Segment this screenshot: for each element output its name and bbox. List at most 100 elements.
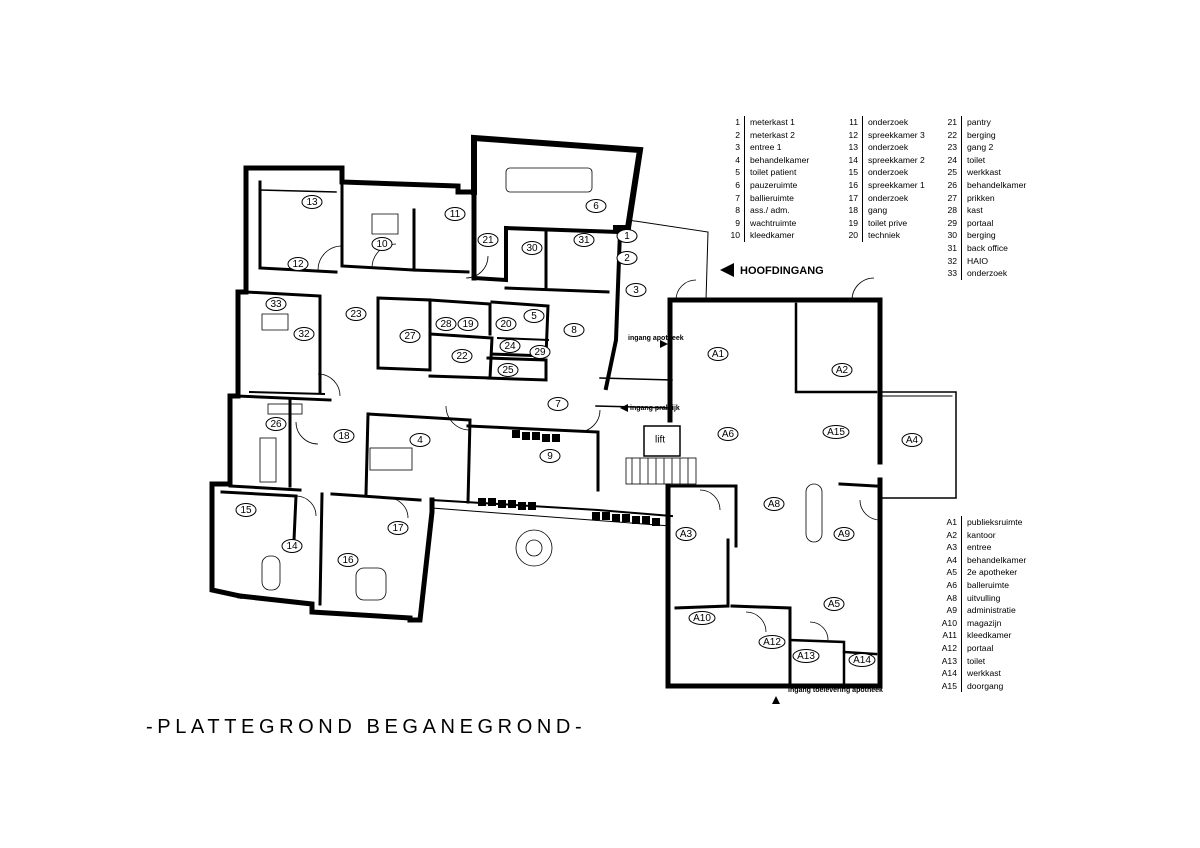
legend-number: A1 — [946, 517, 957, 527]
legend-label: kleedkamer — [961, 629, 1011, 642]
legend-label: entree — [961, 541, 991, 554]
room-label-badge — [616, 229, 638, 243]
legend-row: A1 publieksruimte — [935, 516, 1026, 529]
legend-label: meterkast 1 — [744, 116, 795, 129]
room-label-badge — [497, 363, 519, 377]
legend-number: A2 — [946, 529, 957, 540]
legend-label: onderzoek — [961, 267, 1007, 280]
legend-label: toilet prive — [862, 216, 907, 230]
room-label-badge — [573, 233, 595, 247]
legend-number: 4 — [735, 154, 740, 165]
legend-number: 6 — [735, 179, 740, 190]
legend-label: back office — [961, 241, 1008, 255]
room-label-27: 27 — [404, 331, 416, 342]
room-label-badge — [345, 307, 367, 321]
legend-label: doorgang — [961, 679, 1003, 693]
legend-number: 19 — [848, 217, 858, 228]
legend-label: balleruimte — [961, 578, 1009, 592]
room-label-a1: A1 — [712, 349, 725, 360]
legend-label: pantry — [961, 116, 991, 129]
legend-number: 14 — [848, 154, 858, 165]
room-label-badge — [563, 323, 585, 337]
legend-number: 8 — [735, 205, 740, 216]
legend-number: 10 — [730, 230, 740, 241]
room-label-2: 2 — [624, 253, 630, 264]
room-label-a3: A3 — [680, 529, 693, 540]
legend-label: wachtruimte — [744, 216, 796, 230]
room-label-badge — [539, 449, 561, 463]
legend-label: uitvulling — [961, 591, 1000, 605]
legend-label: behandelkamer — [744, 153, 809, 167]
legend-label: werkkast — [961, 166, 1001, 179]
room-label-4: 4 — [417, 435, 423, 446]
legend-row: 18 gang — [836, 204, 925, 217]
room-label-badge — [287, 257, 309, 271]
room-label-badge — [585, 199, 607, 213]
room-label-19: 19 — [462, 319, 474, 330]
legend-label: kleedkamer — [744, 229, 794, 242]
legend-label: gang — [862, 204, 887, 217]
legend-row: 22 berging — [935, 128, 1026, 142]
legend-label: entree 1 — [744, 141, 782, 154]
legend-label: ass./ adm. — [744, 204, 790, 217]
room-label-badge — [387, 521, 409, 535]
legend-number: 25 — [947, 167, 957, 178]
room-label-badge — [301, 195, 323, 209]
room-label-badge — [547, 397, 569, 411]
legend-number: A12 — [941, 642, 957, 653]
legend-number: A9 — [946, 605, 957, 616]
legend-label: onderzoek — [862, 191, 908, 205]
room-label-badge — [521, 241, 543, 255]
legend-label: gang 2 — [961, 141, 993, 154]
legend-number: 12 — [848, 129, 858, 140]
legend-number: A6 — [946, 579, 957, 590]
legend-number: 30 — [947, 230, 957, 241]
room-label-badge — [901, 433, 923, 447]
legend-number: 3 — [735, 142, 740, 153]
room-label-a9: A9 — [838, 529, 851, 540]
legend-label: berging — [961, 128, 996, 142]
room-label-14: 14 — [286, 541, 298, 552]
legend-number: 5 — [735, 167, 740, 178]
room-label-a13: A13 — [797, 651, 815, 662]
room-label-badge — [399, 329, 421, 343]
legend-label: pauzeruimte — [744, 178, 797, 192]
legend-label: behandelkamer — [961, 553, 1026, 567]
room-label-badge — [451, 349, 473, 363]
room-label-23: 23 — [350, 309, 362, 320]
legend-number: 23 — [947, 142, 957, 153]
legend-label: publieksruimte — [961, 516, 1022, 529]
legend-number: A15 — [941, 680, 957, 691]
legend-number: 31 — [947, 242, 957, 253]
room-label-12: 12 — [292, 259, 304, 270]
legend-number: 18 — [848, 205, 858, 216]
legend-number: 22 — [947, 129, 957, 140]
room-label-badge — [409, 433, 431, 447]
room-label-9: 9 — [547, 451, 553, 462]
room-label-badge — [822, 425, 850, 439]
room-label-6: 6 — [593, 201, 599, 212]
